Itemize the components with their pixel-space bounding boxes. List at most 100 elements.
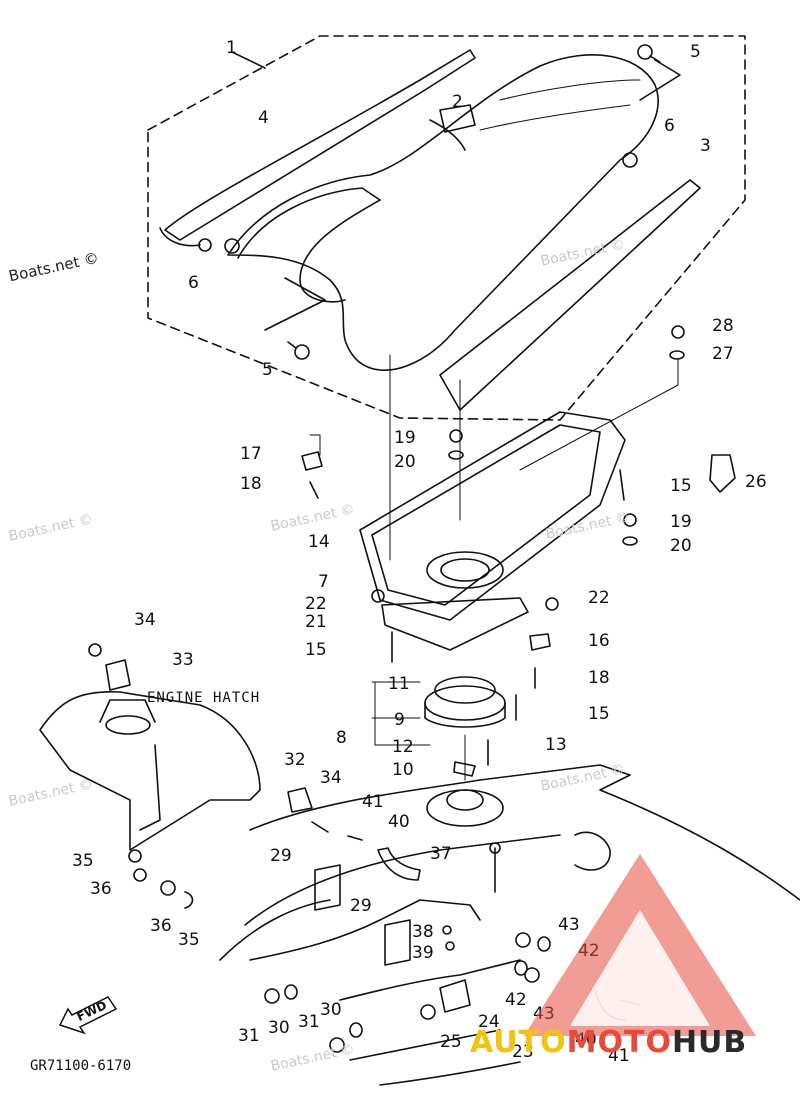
hull-deck	[219, 764, 800, 1086]
clip-17	[301, 451, 323, 471]
callout: 42	[505, 990, 527, 1010]
callout: 37	[430, 844, 452, 864]
callout: 15	[305, 640, 327, 660]
callout: 35	[178, 930, 200, 950]
washer-38	[442, 925, 452, 935]
bolt-34-mid	[311, 821, 329, 833]
brand-logo-part2: MOTO	[566, 1025, 672, 1060]
callout: 38	[412, 922, 434, 942]
callout: 18	[588, 668, 610, 688]
drawing-code: GR71100-6170	[30, 1058, 132, 1074]
grommet-22-right	[545, 597, 559, 611]
callout: 10	[392, 760, 414, 780]
callout: 28	[712, 316, 734, 336]
trim-cable	[164, 49, 476, 241]
nut-31-bottom	[329, 1037, 345, 1053]
callout: 12	[392, 737, 414, 757]
tray-gasket	[381, 597, 529, 651]
plate-24	[439, 979, 471, 1013]
callout: 20	[394, 452, 416, 472]
bolt-41-top	[347, 835, 363, 841]
drain-cap-assembly	[371, 676, 506, 827]
callout: 36	[90, 879, 112, 899]
washer-35-left	[128, 849, 142, 863]
callout: 22	[305, 594, 327, 614]
callout: 36	[150, 916, 172, 936]
callout: 41	[362, 792, 384, 812]
seat-assembly-boundary	[147, 35, 746, 421]
nut-19-top	[449, 429, 463, 443]
callout: 34	[134, 610, 156, 630]
washer-42-mid	[514, 960, 528, 976]
washer-6-left	[224, 238, 240, 254]
nut-39	[445, 941, 455, 951]
callout: 19	[670, 512, 692, 532]
seat-cushion	[227, 54, 659, 371]
callout: 35	[72, 851, 94, 871]
callout: 5	[262, 360, 273, 380]
callout: 7	[318, 572, 329, 592]
bracket-32	[287, 787, 313, 813]
callout: 4	[258, 108, 269, 128]
clamp-40-top	[377, 847, 421, 881]
nut-19-right	[623, 513, 637, 527]
callout: 14	[308, 532, 330, 552]
callout: 13	[545, 735, 567, 755]
nut-31-top	[264, 988, 280, 1004]
bolt-15-top	[619, 469, 625, 501]
callout: 34	[320, 768, 342, 788]
callout: 8	[336, 728, 347, 748]
clip-35-mid	[184, 891, 194, 909]
callout: 6	[664, 116, 675, 136]
callout: 24	[478, 1012, 500, 1032]
callout: 6	[188, 273, 199, 293]
bracket-26	[709, 454, 736, 493]
bracket-29-left	[314, 864, 341, 911]
callout: 19	[394, 428, 416, 448]
callout: 1	[226, 38, 237, 58]
callout: 3	[700, 136, 711, 156]
callout: 23	[512, 1042, 534, 1062]
callout: 20	[670, 536, 692, 556]
callout: 39	[412, 943, 434, 963]
callout: 17	[240, 444, 262, 464]
engine-hatch-label: ENGINE HATCH	[147, 690, 261, 706]
bolt-5-bottom	[287, 341, 310, 360]
washer-20-right	[622, 536, 638, 546]
callout: 18	[240, 474, 262, 494]
callout: 16	[588, 631, 610, 651]
callout: 25	[440, 1032, 462, 1052]
washer-30-top	[284, 984, 298, 1000]
forward-arrow-icon	[58, 996, 118, 1035]
seat-cover-strip	[439, 179, 701, 411]
callout: 9	[394, 710, 405, 730]
callout: 21	[305, 612, 327, 632]
callout: 11	[388, 674, 410, 694]
nut-34-top	[88, 643, 102, 657]
callout: 30	[320, 1000, 342, 1020]
engine-hatch	[39, 690, 261, 851]
callout: 15	[670, 476, 692, 496]
nut-43-mid	[524, 967, 540, 983]
callout: 30	[268, 1018, 290, 1038]
callout: 31	[298, 1012, 320, 1032]
washer-6-right	[622, 152, 638, 168]
callout: 5	[690, 42, 701, 62]
grommet-22-left	[371, 589, 385, 603]
nut-36-mid	[160, 880, 176, 896]
bracket-29-right	[384, 919, 411, 966]
callout: 26	[745, 472, 767, 492]
washer-27	[669, 350, 685, 360]
clip-16	[529, 633, 551, 651]
callout: 29	[270, 846, 292, 866]
callout: 40	[388, 812, 410, 832]
washer-30-bottom	[349, 1022, 363, 1038]
callout: 41	[608, 1046, 630, 1066]
nut-28	[671, 325, 685, 339]
callout: 22	[588, 588, 610, 608]
brand-logo-triangle-icon	[524, 854, 756, 1036]
callout: 29	[350, 896, 372, 916]
callout: 32	[284, 750, 306, 770]
